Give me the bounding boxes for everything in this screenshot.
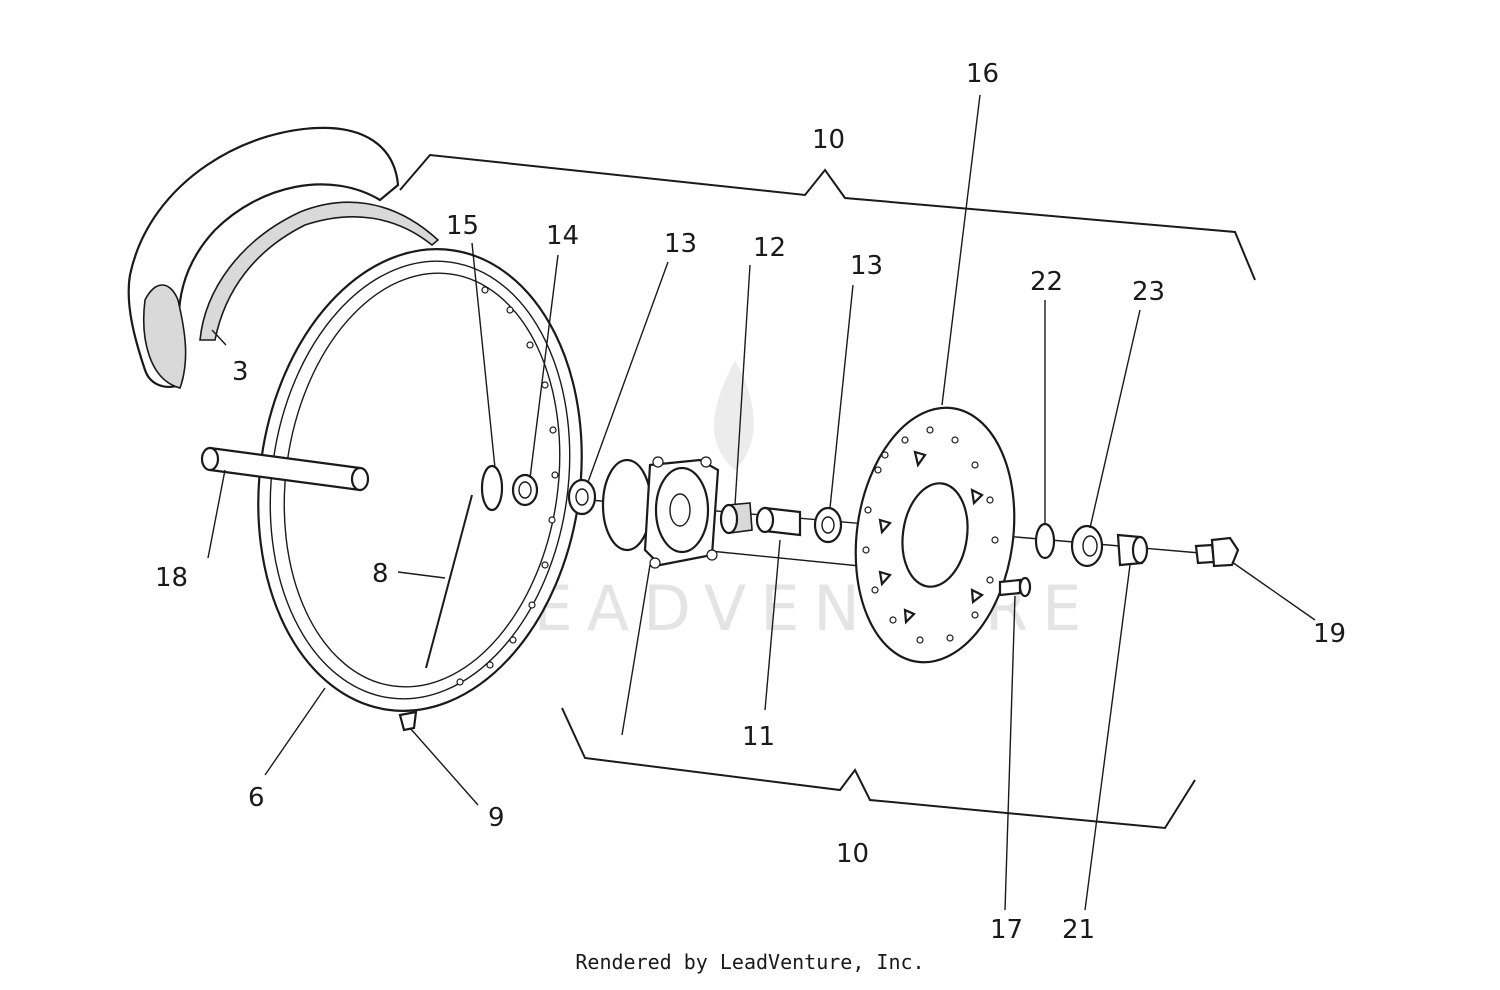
oil-seal-right [1070, 524, 1104, 568]
collar-right [1034, 522, 1056, 560]
callout-16: 16 [966, 59, 999, 89]
brake-disc [854, 406, 1016, 664]
callout-3: 3 [232, 357, 249, 387]
spacer [755, 506, 802, 537]
callout-22: 22 [1030, 267, 1063, 297]
callout-9: 9 [488, 803, 505, 833]
axle [200, 446, 370, 492]
axle-collar [1116, 533, 1149, 567]
callout-11: 11 [742, 722, 775, 752]
spoke [425, 494, 473, 669]
callout-17: 17 [990, 915, 1023, 945]
footer-credit: Rendered by LeadVenture, Inc. [575, 950, 925, 974]
axle-nut [1194, 536, 1240, 568]
bearing-left [567, 478, 597, 516]
callout-18: 18 [155, 563, 188, 593]
callout-23: 23 [1132, 277, 1165, 307]
bearing-right [813, 506, 843, 544]
callout-10-bottom: 10 [836, 839, 869, 869]
tire [127, 126, 440, 389]
collar-left [480, 464, 504, 512]
disc-bolt [998, 576, 1032, 598]
bracket-top [399, 153, 1256, 281]
leader-lines [207, 94, 1316, 911]
hub [601, 456, 720, 569]
callout-14: 14 [546, 221, 579, 251]
callout-8: 8 [372, 559, 389, 589]
bracket-bottom [561, 707, 1196, 830]
callout-12: 12 [753, 233, 786, 263]
callout-21: 21 [1062, 915, 1095, 945]
callout-6: 6 [248, 783, 265, 813]
rim-spoke-holes [456, 286, 559, 686]
distance-collar [719, 502, 753, 535]
spoke-nipple [398, 710, 418, 732]
callout-10-top: 10 [812, 125, 845, 155]
callout-13-left: 13 [664, 229, 697, 259]
callout-15: 15 [446, 211, 479, 241]
brake-disc-holes [862, 426, 999, 644]
callout-19: 19 [1313, 619, 1346, 649]
callout-13-right: 13 [850, 251, 883, 281]
seal-left [511, 473, 539, 507]
